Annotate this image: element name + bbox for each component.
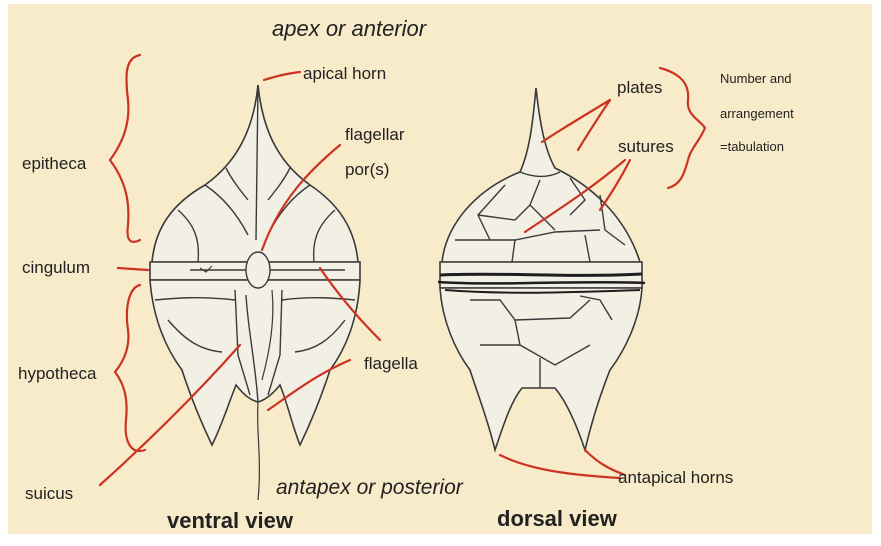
ventral-hypotheca xyxy=(150,280,360,445)
label-epitheca: epitheca xyxy=(22,154,86,174)
label-apical-horn: apical horn xyxy=(303,64,386,84)
label-number-and: Number and xyxy=(720,68,792,90)
label-tabulation: =tabulation xyxy=(720,136,784,158)
label-antapical-horns: antapical horns xyxy=(618,468,733,488)
title-antapex: antapex or posterior xyxy=(276,476,463,500)
caption-ventral-view: ventral view xyxy=(167,508,293,534)
label-plates: plates xyxy=(617,78,662,98)
dorsal-epitheca xyxy=(442,88,640,262)
label-pores: por(s) xyxy=(345,160,389,180)
label-sulcus: suicus xyxy=(25,484,73,504)
label-hypotheca: hypotheca xyxy=(18,364,96,384)
label-flagellar: flagellar xyxy=(345,125,405,145)
ventral-epitheca xyxy=(152,85,358,262)
label-sutures: sutures xyxy=(618,137,674,157)
dorsal-hypotheca xyxy=(440,288,642,450)
label-arrangement: arrangement xyxy=(720,103,794,125)
label-cingulum: cingulum xyxy=(22,258,90,278)
caption-dorsal-view: dorsal view xyxy=(497,506,617,532)
title-apex: apex or anterior xyxy=(272,16,426,42)
label-flagella: flagella xyxy=(364,354,418,374)
